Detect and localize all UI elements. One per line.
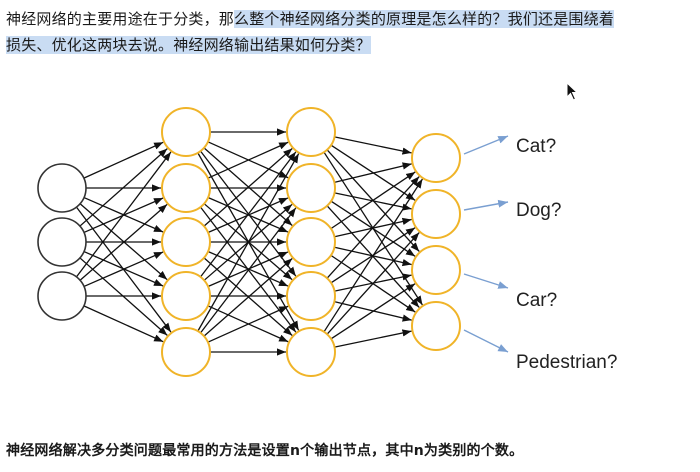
connection-1-3-0: [200, 151, 297, 278]
hidden-node-2-1: [286, 163, 336, 213]
hidden-node-2-2: [286, 217, 336, 267]
output-label-0: Cat?: [516, 136, 556, 157]
network-nodes: [37, 107, 461, 377]
connection-0-2-1: [79, 203, 168, 281]
connection-1-3-2: [207, 251, 289, 288]
connection-1-4-2: [203, 258, 293, 337]
connection-1-4-3: [207, 305, 289, 343]
connection-1-4-1: [200, 207, 297, 334]
connection-2-4-2: [330, 283, 416, 340]
input-node-0-0: [37, 163, 87, 213]
connection-0-2-2: [83, 251, 164, 288]
connection-2-1-0: [334, 162, 412, 184]
output-label-1: Dog?: [516, 200, 561, 221]
connection-2-2-0: [330, 171, 416, 230]
hidden-node-1-2: [161, 217, 211, 267]
output-label-2: Car?: [516, 290, 557, 311]
connection-0-2-0: [75, 151, 172, 278]
connection-1-4-0: [197, 153, 300, 332]
output-label-3: Pedestrian?: [516, 352, 617, 373]
mouse-cursor-icon: [566, 82, 579, 101]
input-node-0-1: [37, 217, 87, 267]
connection-2-4-0: [323, 178, 424, 333]
connection-2-3-0: [326, 176, 420, 279]
intro-text-highlight-2: 损失、优化这两块去说。神经网络输出结果如何分类？: [6, 36, 371, 54]
connection-1-2-0: [203, 148, 293, 227]
hidden-node-1-0: [161, 107, 211, 157]
output-arrow-1: [463, 199, 509, 211]
intro-text-highlight-1: 么整个神经网络分类的原理是怎么样的？我们还是围绕着: [234, 10, 615, 28]
output-node-3-1: [411, 189, 461, 239]
summary-text: 神经网络解决多分类问题最常用的方法是设置n个输出节点，其中n为类别的个数。: [6, 443, 524, 459]
output-arrow-3: [463, 329, 509, 353]
hidden-node-1-1: [161, 163, 211, 213]
output-arrow-2: [463, 273, 509, 289]
intro-text-plain: 神经网络的主要用途在于分类，那: [6, 10, 235, 28]
hidden-node-2-0: [286, 107, 336, 157]
connection-2-4-1: [326, 232, 420, 335]
connection-1-1-0: [207, 141, 289, 179]
connection-0-1-0: [79, 148, 168, 227]
connection-2-0-0: [334, 136, 412, 155]
output-arrow-0: [463, 135, 509, 155]
connection-0-0-0: [83, 141, 164, 179]
output-node-3-0: [411, 133, 461, 183]
connection-0-2-4: [83, 305, 164, 343]
output-arrows: [463, 135, 509, 353]
input-node-0-2: [37, 271, 87, 321]
connection-2-4-3: [334, 329, 412, 348]
hidden-node-2-4: [286, 327, 336, 377]
connection-0-1-4: [79, 257, 168, 336]
output-node-3-3: [411, 301, 461, 351]
network-connections: [75, 128, 424, 356]
neural-network-diagram: Cat? Dog? Car? Pedestrian?: [37, 107, 617, 377]
output-node-3-2: [411, 245, 461, 295]
output-labels: Cat? Dog? Car? Pedestrian?: [516, 136, 617, 373]
intro-paragraph: 神经网络的主要用途在于分类，那么整个神经网络分类的原理是怎么样的？我们还是围绕着…: [6, 6, 696, 58]
hidden-node-1-3: [161, 271, 211, 321]
hidden-node-1-4: [161, 327, 211, 377]
hidden-node-2-3: [286, 271, 336, 321]
